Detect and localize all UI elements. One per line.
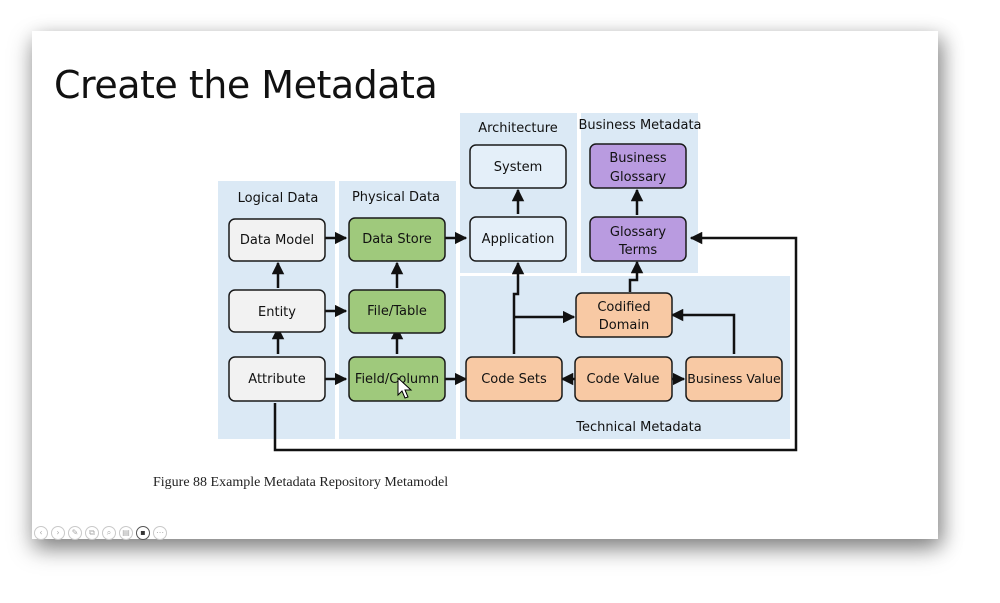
- svg-text:Attribute: Attribute: [248, 372, 305, 387]
- camera-icon[interactable]: ▪: [136, 526, 150, 540]
- svg-text:Code Sets: Code Sets: [481, 372, 547, 387]
- svg-text:Entity: Entity: [258, 305, 296, 320]
- node-glossary-terms[interactable]: Glossary Terms: [589, 216, 687, 262]
- node-field-column[interactable]: Field/Column: [348, 356, 446, 402]
- slides-icon[interactable]: ▤: [119, 526, 133, 540]
- svg-text:Business: Business: [609, 151, 667, 166]
- svg-text:Glossary: Glossary: [610, 170, 666, 185]
- svg-text:Glossary: Glossary: [610, 225, 666, 240]
- node-code-sets[interactable]: Code Sets: [465, 356, 563, 402]
- slide-title: Create the Metadata: [54, 63, 438, 107]
- svg-text:Codified: Codified: [597, 300, 650, 315]
- node-business-glossary[interactable]: Business Glossary: [589, 143, 687, 189]
- pen-icon[interactable]: ✎: [68, 526, 82, 540]
- node-entity[interactable]: Entity: [228, 289, 326, 333]
- presentation-toolbar: ‹ › ✎ ⧉ ⌕ ▤ ▪ ⋯: [34, 526, 167, 540]
- zoom-icon[interactable]: ⌕: [102, 526, 116, 540]
- arrow-attribute-glossaryterms: [273, 231, 798, 452]
- svg-text:File/Table: File/Table: [367, 304, 427, 319]
- node-system[interactable]: System: [469, 144, 567, 189]
- arrow-businessvalue-codified: [670, 308, 736, 354]
- svg-text:Domain: Domain: [599, 318, 649, 333]
- svg-text:Application: Application: [482, 232, 555, 247]
- slide: Create the Metadata Logical Data Physica…: [32, 31, 938, 540]
- next-icon[interactable]: ›: [51, 526, 65, 540]
- node-codified-domain[interactable]: Codified Domain: [575, 292, 673, 338]
- svg-text:System: System: [494, 160, 542, 175]
- node-business-value[interactable]: Business Value: [685, 356, 783, 402]
- svg-text:Terms: Terms: [618, 243, 658, 258]
- svg-text:Data Model: Data Model: [240, 233, 314, 248]
- node-code-value[interactable]: Code Value: [574, 356, 673, 402]
- region-label-architecture: Architecture: [478, 121, 558, 136]
- copy-icon[interactable]: ⧉: [85, 526, 99, 540]
- region-label-logical: Logical Data: [238, 191, 319, 206]
- svg-text:Data Store: Data Store: [362, 232, 432, 247]
- svg-text:Code Value: Code Value: [586, 372, 659, 387]
- region-label-technical: Technical Metadata: [575, 420, 701, 435]
- node-attribute[interactable]: Attribute: [228, 356, 326, 402]
- mouse-cursor-icon: [397, 376, 413, 399]
- metamodel-diagram: Logical Data Physical Data Architecture …: [218, 113, 798, 452]
- node-file-table[interactable]: File/Table: [348, 289, 446, 334]
- svg-text:Business Value: Business Value: [687, 371, 781, 386]
- arrow-codified-glossaryterms: [628, 260, 644, 292]
- node-data-store[interactable]: Data Store: [348, 217, 446, 262]
- svg-text:Field/Column: Field/Column: [355, 372, 439, 387]
- more-icon[interactable]: ⋯: [153, 526, 167, 540]
- node-data-model[interactable]: Data Model: [228, 218, 326, 262]
- region-label-physical: Physical Data: [352, 190, 440, 205]
- arrow-codesets-application: [511, 261, 525, 354]
- region-label-business: Business Metadata: [578, 118, 701, 133]
- prev-icon[interactable]: ‹: [34, 526, 48, 540]
- figure-caption: Figure 88 Example Metadata Repository Me…: [153, 475, 449, 490]
- node-application[interactable]: Application: [469, 216, 567, 262]
